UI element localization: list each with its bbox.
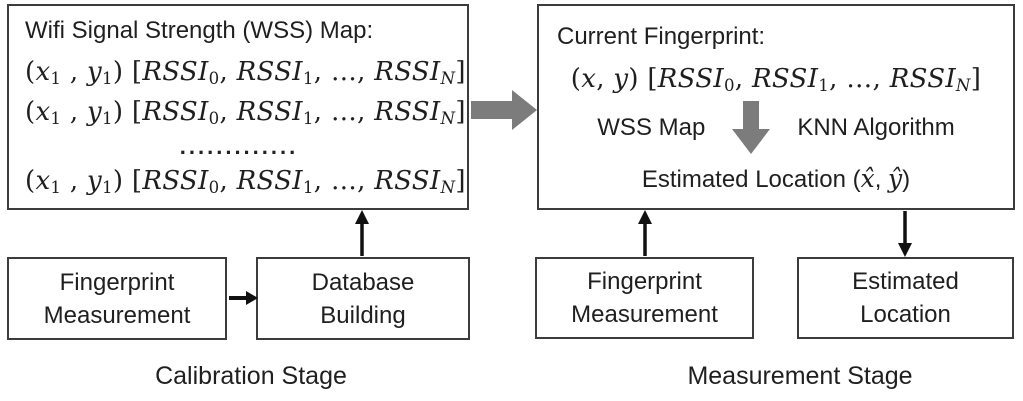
calibration-stage-label: Calibration Stage <box>155 362 347 390</box>
wss-map-title: Wifi Signal Strength (WSS) Map: <box>25 17 374 44</box>
knn-algorithm-label: KNN Algorithm <box>797 114 955 141</box>
current-fingerprint-entry: (x, y) [RSSI0, RSSI1, …, RSSIN] <box>570 64 982 96</box>
stage-transfer-right-arrow-icon <box>471 90 537 130</box>
arrow-current-to-estimated-icon <box>898 211 912 257</box>
fingerprint-measurement-box-calibration: Fingerprint Measurement <box>7 257 227 340</box>
fingerprint-measurement-box-measurement: Fingerprint Measurement <box>535 257 754 339</box>
measurement-stage-label: Measurement Stage <box>687 362 913 390</box>
knn-down-arrow-icon <box>732 101 771 154</box>
wss-map-entry: (x1 , y1) [RSSI0, RSSI1, …, RSSIN] <box>25 56 466 88</box>
wss-map-entry: (x1 , y1) [RSSI0, RSSI1, …, RSSIN] <box>25 166 466 198</box>
fingerprint-measurement-label-line2: Measurement <box>571 301 718 328</box>
wss-knn-row: WSS Map KNN Algorithm <box>549 100 1003 156</box>
arrow-fingerprint-to-database-icon <box>229 291 258 305</box>
current-fingerprint-box: Current Fingerprint: (x, y) [RSSI0, RSSI… <box>537 4 1015 210</box>
fingerprint-measurement-label-line1: Fingerprint <box>587 268 702 295</box>
fingerprint-measurement-label-line2: Measurement <box>43 301 191 329</box>
estimated-location-label-line2: Location <box>860 301 951 328</box>
estimated-location-box: Estimated Location <box>797 257 1014 339</box>
wss-map-label: WSS Map <box>597 114 706 141</box>
estimated-location-line: Estimated Location (x̂, ŷ) <box>641 164 911 193</box>
current-fingerprint-title: Current Fingerprint: <box>557 23 766 50</box>
arrow-database-to-map-icon <box>355 210 369 256</box>
database-building-label-line1: Database <box>311 268 415 296</box>
wss-map-ellipsis-row: ............. <box>179 133 299 159</box>
database-building-box: Database Building <box>256 257 470 340</box>
arrow-fingerprint-to-current-icon <box>638 210 652 256</box>
fingerprint-measurement-label-line1: Fingerprint <box>59 268 175 296</box>
wss-map-box: Wifi Signal Strength (WSS) Map: (x1 , y1… <box>7 4 469 210</box>
estimated-location-label-line1: Estimated <box>852 268 959 295</box>
database-building-label-line2: Building <box>320 301 406 329</box>
wss-map-entry: (x1 , y1) [RSSI0, RSSI1, …, RSSIN] <box>25 97 466 129</box>
